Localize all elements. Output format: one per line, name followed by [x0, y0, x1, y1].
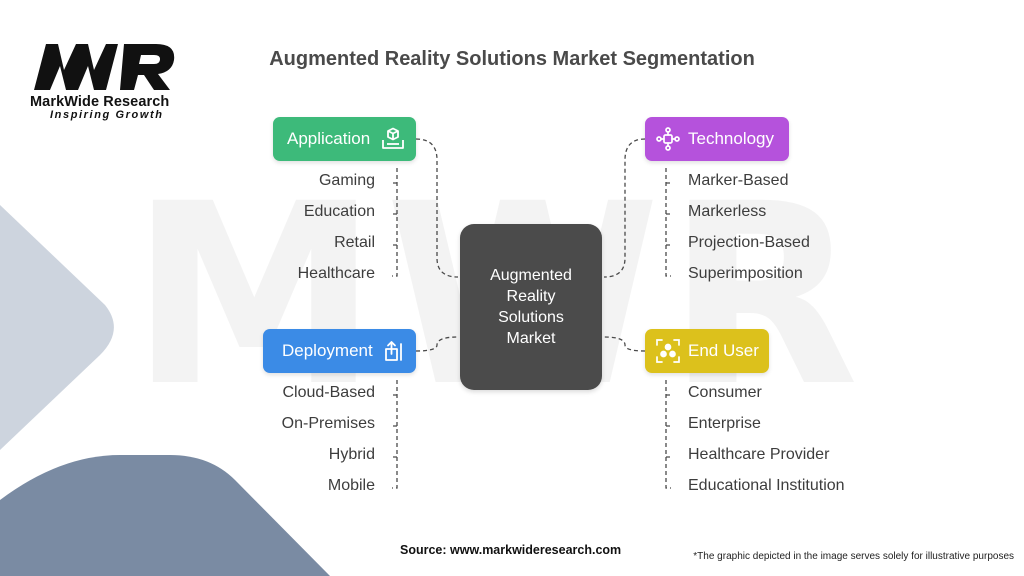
center-line: Solutions [498, 309, 564, 326]
connector-application-items [392, 168, 398, 277]
users-icon [655, 338, 681, 364]
segment-application: Application [273, 117, 416, 161]
segment-label: Application [287, 129, 371, 148]
center-line: Augmented [490, 267, 572, 284]
list-item: Healthcare [297, 265, 375, 282]
list-item: Gaming [318, 172, 375, 189]
background-light-shape [0, 205, 114, 450]
segment-end-user: End User [645, 329, 769, 373]
connector-technology-center [603, 138, 646, 278]
logo-mark [34, 44, 175, 90]
disclaimer-note: *The graphic depicted in the image serve… [693, 551, 1014, 562]
center-line: Market [506, 330, 556, 347]
center-line: Reality [506, 288, 556, 305]
connector-end-user-items [665, 380, 671, 489]
list-item: Educational Institution [688, 477, 845, 494]
network-icon [655, 126, 681, 152]
center-node: Augmented Reality Solutions Market [460, 224, 602, 390]
technology-items: Marker-Based Markerless Projection-Based… [688, 172, 888, 292]
list-item: Hybrid [328, 446, 375, 463]
connector-application-center [415, 138, 459, 278]
list-item: Superimposition [688, 265, 803, 282]
list-item: On-Premises [281, 415, 375, 432]
list-item: Enterprise [688, 415, 761, 432]
list-item: Education [303, 203, 375, 220]
connector-end-user-center [603, 336, 646, 352]
source-credit: Source: www.markwideresearch.com [400, 543, 622, 557]
connector-deployment-items [392, 380, 398, 489]
segment-label: Technology [688, 129, 775, 148]
end-user-items: Consumer Enterprise Healthcare Provider … [688, 384, 888, 504]
company-name: MarkWide Research [30, 94, 170, 110]
connector-deployment-center [415, 336, 459, 352]
list-item: Markerless [688, 203, 767, 220]
background-dark-shape [0, 455, 330, 576]
box-icon [380, 126, 406, 152]
connector-technology-items [665, 168, 671, 277]
segment-label: Deployment [282, 341, 373, 360]
upload-icon [381, 338, 407, 364]
list-item: Marker-Based [688, 172, 789, 189]
list-item: Consumer [688, 384, 762, 401]
list-item: Projection-Based [688, 234, 810, 251]
list-item: Mobile [327, 477, 375, 494]
segment-label: End User [688, 341, 759, 360]
application-items: Gaming Education Retail Healthcare [200, 172, 375, 292]
company-logo: MarkWide Research Inspiring Growth [30, 40, 200, 121]
page-title: Augmented Reality Solutions Market Segme… [269, 48, 755, 70]
company-tagline: Inspiring Growth [50, 109, 164, 121]
list-item: Retail [334, 234, 375, 251]
segment-technology: Technology [645, 117, 789, 161]
list-item: Cloud-Based [282, 384, 376, 401]
deployment-items: Cloud-Based On-Premises Hybrid Mobile [200, 384, 375, 504]
segment-deployment: Deployment [263, 329, 416, 373]
list-item: Healthcare Provider [688, 446, 830, 463]
